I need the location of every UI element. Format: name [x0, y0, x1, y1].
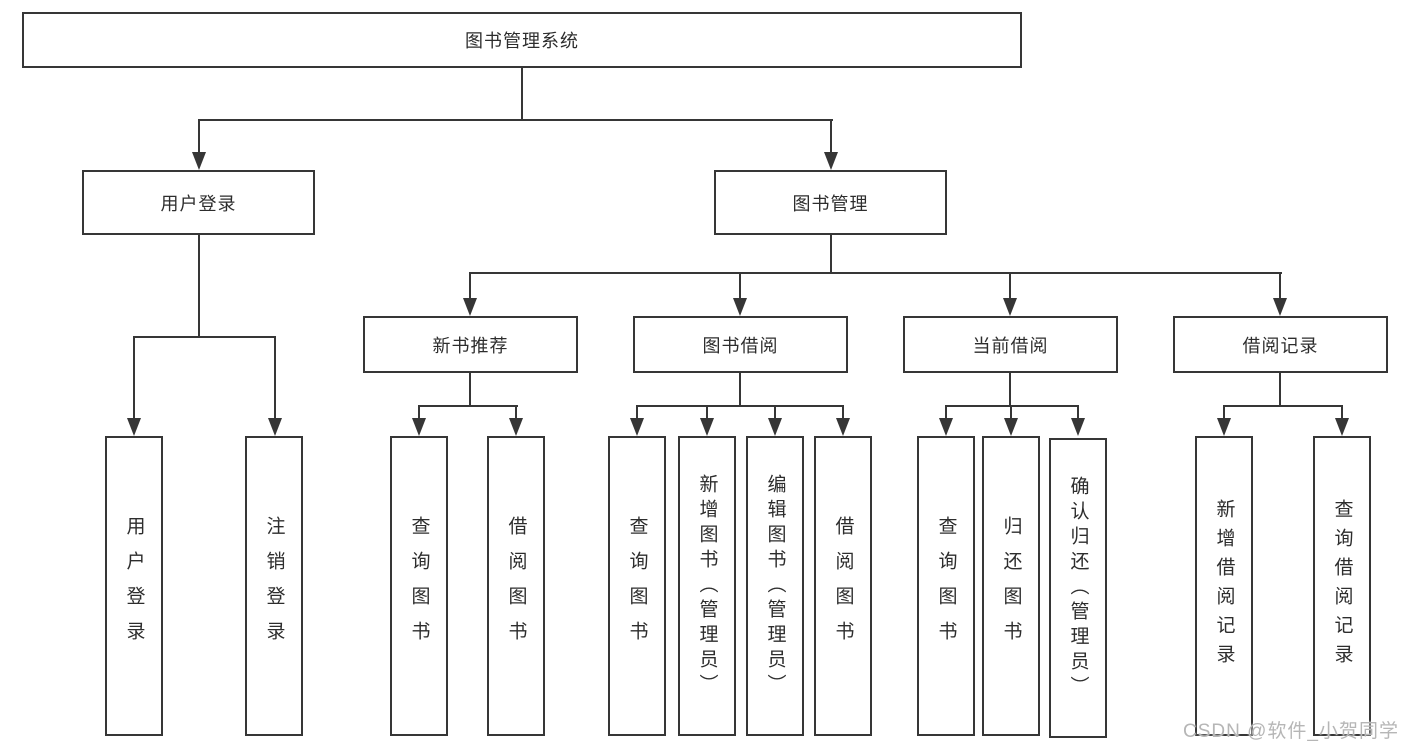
connector-line — [133, 336, 135, 418]
leaf-borrow-books-recommend-label: 借阅图书 — [505, 516, 527, 656]
connector-line — [706, 405, 708, 420]
node-root: 图书管理系统 — [22, 12, 1022, 68]
arrow-down-icon — [1217, 418, 1231, 436]
connector-line — [418, 405, 420, 420]
connector-line — [945, 405, 1079, 407]
leaf-edit-book-admin-label: 编辑图书（管理员） — [764, 473, 786, 699]
connector-line — [521, 68, 523, 120]
connector-line — [636, 405, 638, 420]
leaf-query-borrow-record: 查询借阅记录 — [1313, 436, 1371, 736]
arrow-down-icon — [733, 298, 747, 316]
arrow-down-icon — [700, 418, 714, 436]
leaf-query-books-borrow-label: 查询图书 — [626, 516, 648, 656]
arrow-down-icon — [824, 152, 838, 170]
leaf-query-books-current-label: 查询图书 — [935, 516, 957, 656]
arrow-down-icon — [1273, 298, 1287, 316]
arrow-down-icon — [1335, 418, 1349, 436]
node-book-borrow: 图书借阅 — [633, 316, 848, 373]
node-borrow-records: 借阅记录 — [1173, 316, 1388, 373]
connector-line — [418, 405, 518, 407]
leaf-borrow-books-label: 借阅图书 — [832, 516, 854, 656]
connector-line — [198, 235, 200, 337]
node-borrow-records-label: 借阅记录 — [1242, 335, 1319, 356]
leaf-query-borrow-record-label: 查询借阅记录 — [1331, 499, 1353, 673]
connector-line — [133, 336, 276, 338]
node-book-management: 图书管理 — [714, 170, 947, 235]
connector-line — [1077, 405, 1079, 420]
arrow-down-icon — [630, 418, 644, 436]
connector-line — [515, 405, 517, 420]
arrow-down-icon — [836, 418, 850, 436]
connector-line — [830, 119, 832, 154]
arrow-down-icon — [463, 298, 477, 316]
connector-line — [198, 119, 200, 154]
connector-line — [470, 272, 1282, 274]
node-book-management-label: 图书管理 — [792, 193, 869, 214]
leaf-query-books-current: 查询图书 — [917, 436, 975, 736]
leaf-add-book-admin-label: 新增图书（管理员） — [696, 473, 718, 699]
arrow-down-icon — [768, 418, 782, 436]
connector-line — [842, 405, 844, 420]
connector-line — [1223, 405, 1343, 407]
leaf-add-borrow-record-label: 新增借阅记录 — [1213, 499, 1235, 673]
connector-line — [739, 272, 741, 300]
arrow-down-icon — [1071, 418, 1085, 436]
leaf-query-books-recommend: 查询图书 — [390, 436, 448, 736]
connector-line — [1009, 272, 1011, 300]
leaf-query-books-borrow: 查询图书 — [608, 436, 666, 736]
leaf-confirm-return-admin: 确认归还（管理员） — [1049, 438, 1107, 738]
arrow-down-icon — [509, 418, 523, 436]
arrow-down-icon — [1004, 418, 1018, 436]
arrow-down-icon — [127, 418, 141, 436]
connector-line — [1223, 405, 1225, 420]
node-root-label: 图书管理系统 — [465, 31, 579, 51]
connector-line — [469, 272, 471, 300]
leaf-logout-label: 注销登录 — [263, 516, 285, 656]
leaf-query-books-recommend-label: 查询图书 — [408, 516, 430, 656]
leaf-logout: 注销登录 — [245, 436, 303, 736]
connector-line — [1010, 405, 1012, 420]
leaf-confirm-return-admin-label: 确认归还（管理员） — [1067, 475, 1089, 701]
arrow-down-icon — [192, 152, 206, 170]
arrow-down-icon — [939, 418, 953, 436]
connector-line — [469, 373, 471, 406]
leaf-edit-book-admin: 编辑图书（管理员） — [746, 436, 804, 736]
connector-line — [1279, 373, 1281, 406]
connector-line — [1279, 272, 1281, 300]
node-current-borrow-label: 当前借阅 — [972, 335, 1049, 356]
connector-line — [830, 235, 832, 273]
connector-line — [198, 119, 833, 121]
leaf-add-book-admin: 新增图书（管理员） — [678, 436, 736, 736]
connector-line — [739, 373, 741, 406]
arrow-down-icon — [1003, 298, 1017, 316]
connector-line — [945, 405, 947, 420]
leaf-user-login: 用户登录 — [105, 436, 163, 736]
connector-line — [774, 405, 776, 420]
node-new-book-recommend-label: 新书推荐 — [432, 335, 509, 356]
connector-line — [1341, 405, 1343, 420]
leaf-add-borrow-record: 新增借阅记录 — [1195, 436, 1253, 736]
csdn-watermark: CSDN @软件_小贺同学 — [1183, 721, 1399, 742]
node-user-login-label: 用户登录 — [160, 193, 237, 214]
connector-line — [636, 405, 844, 407]
leaf-borrow-books-recommend: 借阅图书 — [487, 436, 545, 736]
leaf-return-book: 归还图书 — [982, 436, 1040, 736]
leaf-borrow-books: 借阅图书 — [814, 436, 872, 736]
node-new-book-recommend: 新书推荐 — [363, 316, 578, 373]
leaf-return-book-label: 归还图书 — [1000, 516, 1022, 656]
arrow-down-icon — [412, 418, 426, 436]
connector-line — [274, 336, 276, 418]
arrow-down-icon — [268, 418, 282, 436]
node-user-login: 用户登录 — [82, 170, 315, 235]
node-current-borrow: 当前借阅 — [903, 316, 1118, 373]
node-book-borrow-label: 图书借阅 — [702, 335, 779, 356]
leaf-user-login-label: 用户登录 — [123, 516, 145, 656]
connector-line — [1009, 373, 1011, 406]
